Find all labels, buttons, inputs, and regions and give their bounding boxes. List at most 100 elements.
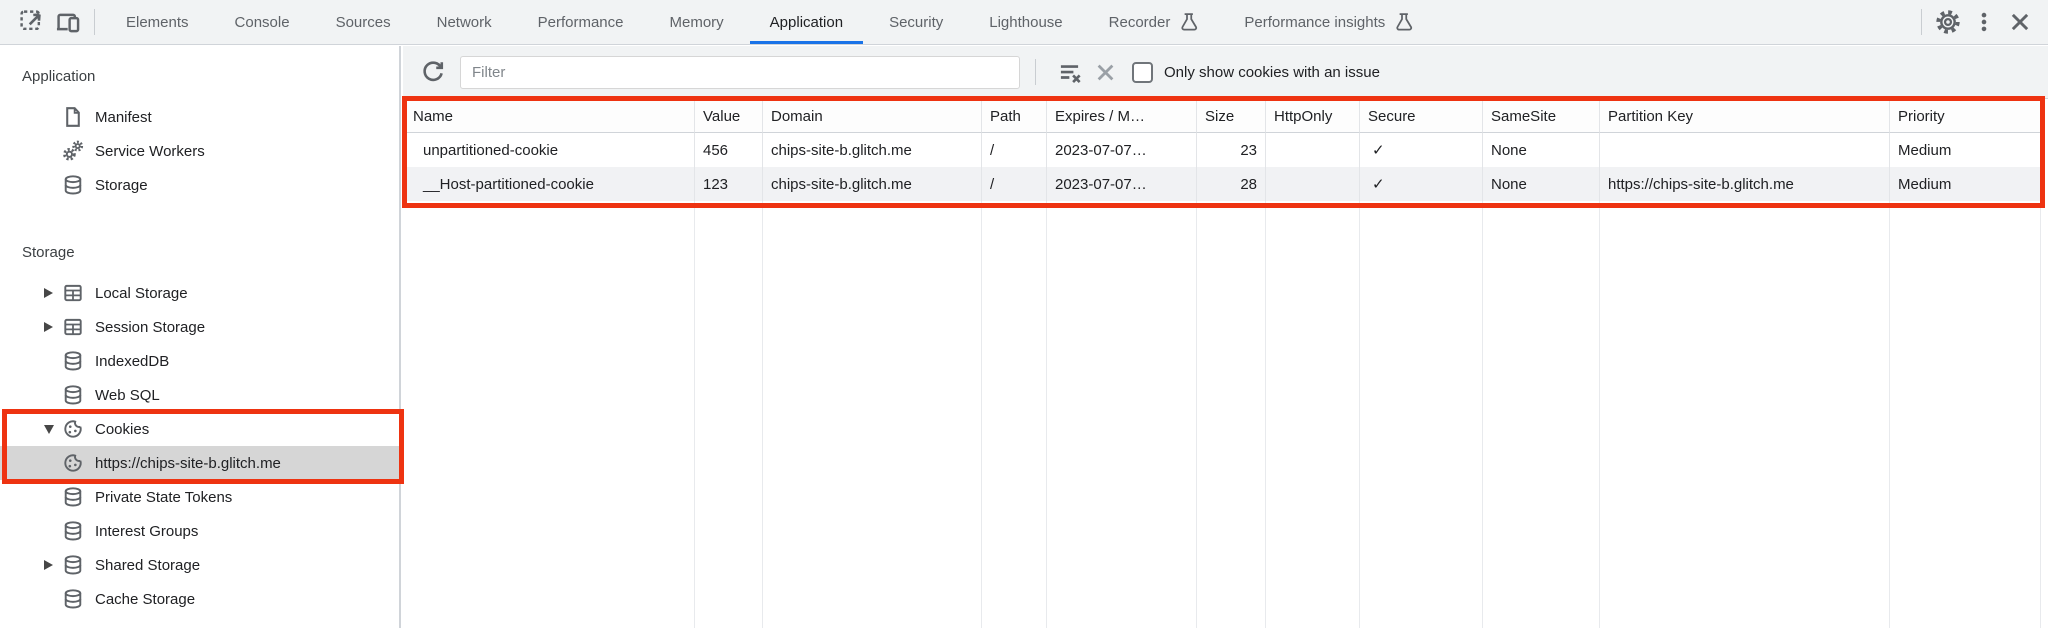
cookie-samesite-cell[interactable]: None [1483, 167, 1600, 201]
issue-filter-checkbox[interactable] [1132, 61, 1153, 83]
more-options-button[interactable] [1966, 4, 2002, 40]
sidebar-item-cookies-origin[interactable]: https://chips-site-b.glitch.me [0, 446, 399, 480]
tab-memory[interactable]: Memory [669, 13, 724, 31]
cookie-priority-cell[interactable]: Medium [1890, 133, 2041, 167]
cookie-size-cell[interactable]: 23 [1197, 133, 1266, 167]
sidebar-item-label: IndexedDB [95, 352, 170, 370]
column-header-priority[interactable]: Priority [1890, 100, 2041, 133]
cookie-value-cell[interactable]: 123 [695, 167, 763, 201]
cookie-name-cell[interactable]: __Host-partitioned-cookie [405, 167, 695, 201]
sidebar-item-local-storage[interactable]: Local Storage [0, 276, 399, 310]
sidebar-item-interest-groups[interactable]: Interest Groups [0, 514, 399, 548]
sidebar-item-label: https://chips-site-b.glitch.me [95, 454, 281, 472]
filter-input[interactable] [460, 55, 1020, 89]
sidebar-item-service-workers[interactable]: Service Workers [0, 134, 399, 168]
triangle-expanded-icon [44, 424, 54, 434]
column-header-value[interactable]: Value [695, 100, 763, 133]
tab-network[interactable]: Network [436, 13, 492, 31]
cookie-httponly-cell[interactable] [1266, 133, 1360, 167]
column-header-partition-key[interactable]: Partition Key [1600, 100, 1890, 133]
gears-icon [62, 140, 84, 162]
tab-recorder[interactable]: Recorder [1086, 0, 1222, 44]
grid-filler-column [1266, 201, 1360, 628]
triangle-collapsed-icon [44, 560, 53, 570]
database-icon [62, 384, 84, 406]
sidebar-item-private-state-tokens[interactable]: Private State Tokens [0, 480, 399, 514]
cookie-size-cell[interactable]: 28 [1197, 167, 1266, 201]
column-header-httponly[interactable]: HttpOnly [1266, 100, 1360, 133]
column-header-secure[interactable]: Secure [1360, 100, 1483, 133]
issue-filter-label[interactable]: Only show cookies with an issue [1164, 63, 1380, 81]
sidebar-section-storage: Storage [22, 243, 75, 261]
tab-application[interactable]: Application [747, 0, 866, 44]
cookies-table: Name Value Domain Path Expires / M… Size… [405, 100, 2041, 628]
column-header-samesite[interactable]: SameSite [1483, 100, 1600, 133]
sidebar-item-session-storage[interactable]: Session Storage [0, 310, 399, 344]
column-header-expires[interactable]: Expires / M… [1047, 100, 1197, 133]
tab-elements[interactable]: Elements [126, 13, 189, 31]
cookie-secure-cell[interactable]: ✓ [1360, 167, 1483, 201]
column-header-domain[interactable]: Domain [763, 100, 982, 133]
settings-button[interactable] [1930, 4, 1966, 40]
cookie-partition-key-cell[interactable]: https://chips-site-b.glitch.me [1600, 167, 1890, 201]
sidebar-item-cookies[interactable]: Cookies [0, 412, 399, 446]
tab-security[interactable]: Security [889, 13, 944, 31]
cookie-name-cell[interactable]: unpartitioned-cookie [405, 133, 695, 167]
grid-filler-column [1483, 201, 1600, 628]
cookie-path-cell[interactable]: / [982, 133, 1047, 167]
cookie-priority-cell[interactable]: Medium [1890, 167, 2041, 201]
cookie-domain-cell[interactable]: chips-site-b.glitch.me [763, 133, 982, 167]
toggle-device-toolbar-button[interactable] [50, 4, 86, 40]
sidebar-item-manifest[interactable]: Manifest [0, 100, 399, 134]
sidebar-item-label: Session Storage [95, 318, 206, 336]
sidebar-item-label: Local Storage [95, 284, 188, 302]
grid-filler-column [1890, 201, 2041, 628]
triangle-collapsed-icon [44, 322, 53, 332]
tab-console[interactable]: Console [234, 13, 290, 31]
inspect-element-button[interactable] [14, 4, 50, 40]
grid-filler-column [1360, 201, 1483, 628]
grid-filler-column [763, 201, 982, 628]
cookie-partition-key-cell[interactable] [1600, 133, 1890, 167]
kebab-menu-icon [1972, 10, 1996, 34]
cookie-httponly-cell[interactable] [1266, 167, 1360, 201]
tab-performance[interactable]: Performance [537, 13, 624, 31]
cookie-icon [62, 452, 84, 474]
refresh-button[interactable] [415, 54, 451, 90]
cookie-secure-cell[interactable]: ✓ [1360, 133, 1483, 167]
grid-filler-column [1600, 201, 1890, 628]
cookie-expires-cell[interactable]: 2023-07-07… [1047, 133, 1197, 167]
cookie-path-cell[interactable]: / [982, 167, 1047, 201]
close-devtools-button[interactable] [2002, 4, 2038, 40]
cookie-domain-cell[interactable]: chips-site-b.glitch.me [763, 167, 982, 201]
sidebar-item-label: Shared Storage [95, 556, 201, 574]
grid-filler-column [1197, 201, 1266, 628]
clear-all-cookies-button[interactable] [1051, 54, 1087, 90]
sidebar-item-indexeddb[interactable]: IndexedDB [0, 344, 399, 378]
tab-lighthouse[interactable]: Lighthouse [989, 13, 1063, 31]
sidebar-item-storage[interactable]: Storage [0, 168, 399, 202]
delete-selected-button[interactable] [1087, 54, 1123, 90]
cookie-value-cell[interactable]: 456 [695, 133, 763, 167]
grid-filler-column [982, 201, 1047, 628]
column-header-size[interactable]: Size [1197, 100, 1266, 133]
cookie-expires-cell[interactable]: 2023-07-07… [1047, 167, 1197, 201]
database-icon [62, 520, 84, 542]
clear-list-icon [1057, 60, 1082, 85]
database-icon [62, 554, 84, 576]
toolbar-divider [1921, 9, 1922, 35]
sidebar-item-label: Web SQL [95, 386, 160, 404]
cookie-samesite-cell[interactable]: None [1483, 133, 1600, 167]
column-header-name[interactable]: Name [405, 100, 695, 133]
refresh-icon [420, 59, 446, 85]
sidebar-item-label: Interest Groups [95, 522, 199, 540]
sidebar-item-cache-storage[interactable]: Cache Storage [0, 582, 399, 616]
database-icon [62, 588, 84, 610]
sidebar-item-shared-storage[interactable]: Shared Storage [0, 548, 399, 582]
document-icon [62, 106, 84, 128]
tab-sources[interactable]: Sources [335, 13, 391, 31]
tab-performance-insights[interactable]: Performance insights [1221, 0, 1436, 44]
sidebar-item-web-sql[interactable]: Web SQL [0, 378, 399, 412]
cookies-panel: Only show cookies with an issue Name Val… [403, 46, 2048, 628]
column-header-path[interactable]: Path [982, 100, 1047, 133]
